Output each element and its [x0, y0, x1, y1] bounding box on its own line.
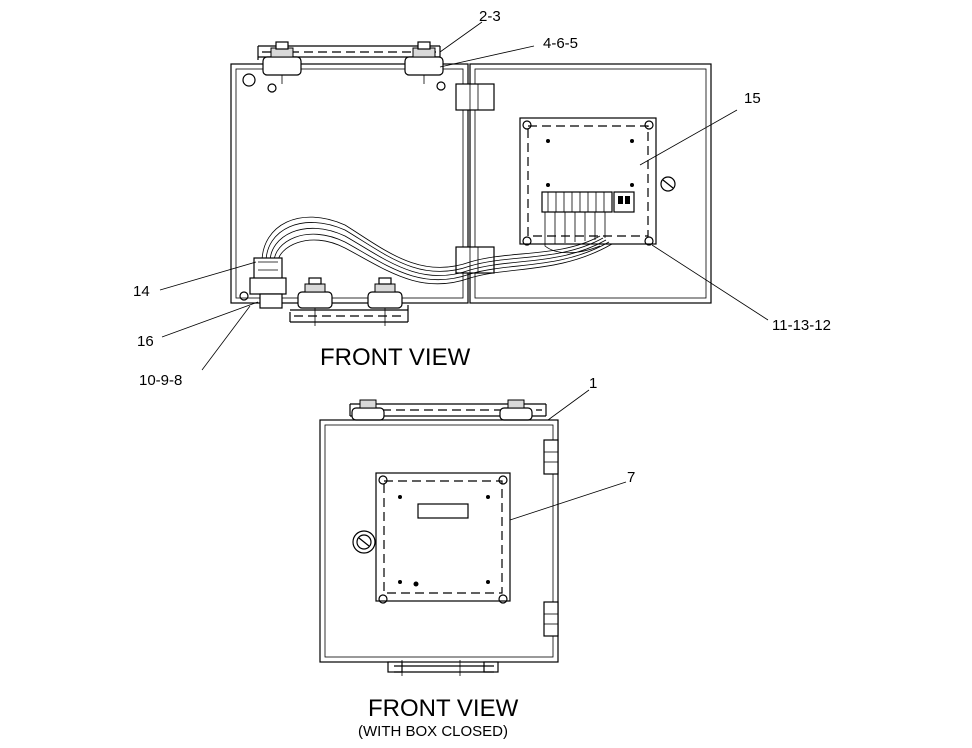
callout-15: 15: [744, 90, 761, 107]
closed-box-view: 1 7 FRONT VIEW (WITH BOX CLOSED): [319, 375, 635, 740]
wire-harness: [261, 212, 613, 285]
closed-enclosure: [319, 419, 559, 663]
closed-bottom-bracket: [387, 660, 499, 676]
hinge-top: [455, 83, 495, 111]
leader-1: [547, 389, 590, 421]
closed-view-title: FRONT VIEW: [368, 695, 519, 722]
display-window: [417, 503, 469, 519]
leader-11-13-12: [651, 244, 769, 321]
open-box-view: 2-3 4-6-5 15 14 16 10-9-8 11-13-12 FRONT…: [133, 8, 831, 389]
display-module: [375, 472, 511, 604]
leader-16: [161, 301, 259, 338]
top-mounting-bracket: [257, 41, 444, 84]
connector: [249, 257, 287, 295]
leader-10-9-8: [201, 305, 251, 371]
leader-2-3: [439, 21, 483, 53]
enclosure-door: [469, 63, 712, 304]
leader-4-6-5: [439, 45, 535, 68]
callout-2-3: 2-3: [479, 8, 501, 25]
closed-hinge-bottom: [543, 601, 559, 637]
enclosure-body: [230, 63, 469, 304]
callout-1: 1: [589, 375, 597, 392]
closed-top-bracket: [349, 399, 547, 421]
door-latch: [660, 176, 676, 192]
callout-10-9-8: 10-9-8: [139, 372, 182, 389]
open-view-title: FRONT VIEW: [320, 344, 471, 371]
leader-14: [159, 261, 257, 291]
leader-15: [639, 109, 738, 166]
callout-11-13-12: 11-13-12: [772, 317, 831, 334]
callout-14: 14: [133, 283, 150, 300]
circuit-board: [519, 117, 657, 246]
closed-hinge-top: [543, 439, 559, 475]
callout-16: 16: [137, 333, 154, 350]
closed-latch: [352, 530, 376, 554]
leader-7: [509, 481, 627, 521]
callout-7: 7: [627, 469, 635, 486]
callout-4-6-5: 4-6-5: [543, 35, 578, 52]
hinge-bottom: [455, 246, 495, 274]
bottom-mounting-bracket: [259, 277, 409, 326]
closed-view-subtitle: (WITH BOX CLOSED): [358, 723, 508, 740]
